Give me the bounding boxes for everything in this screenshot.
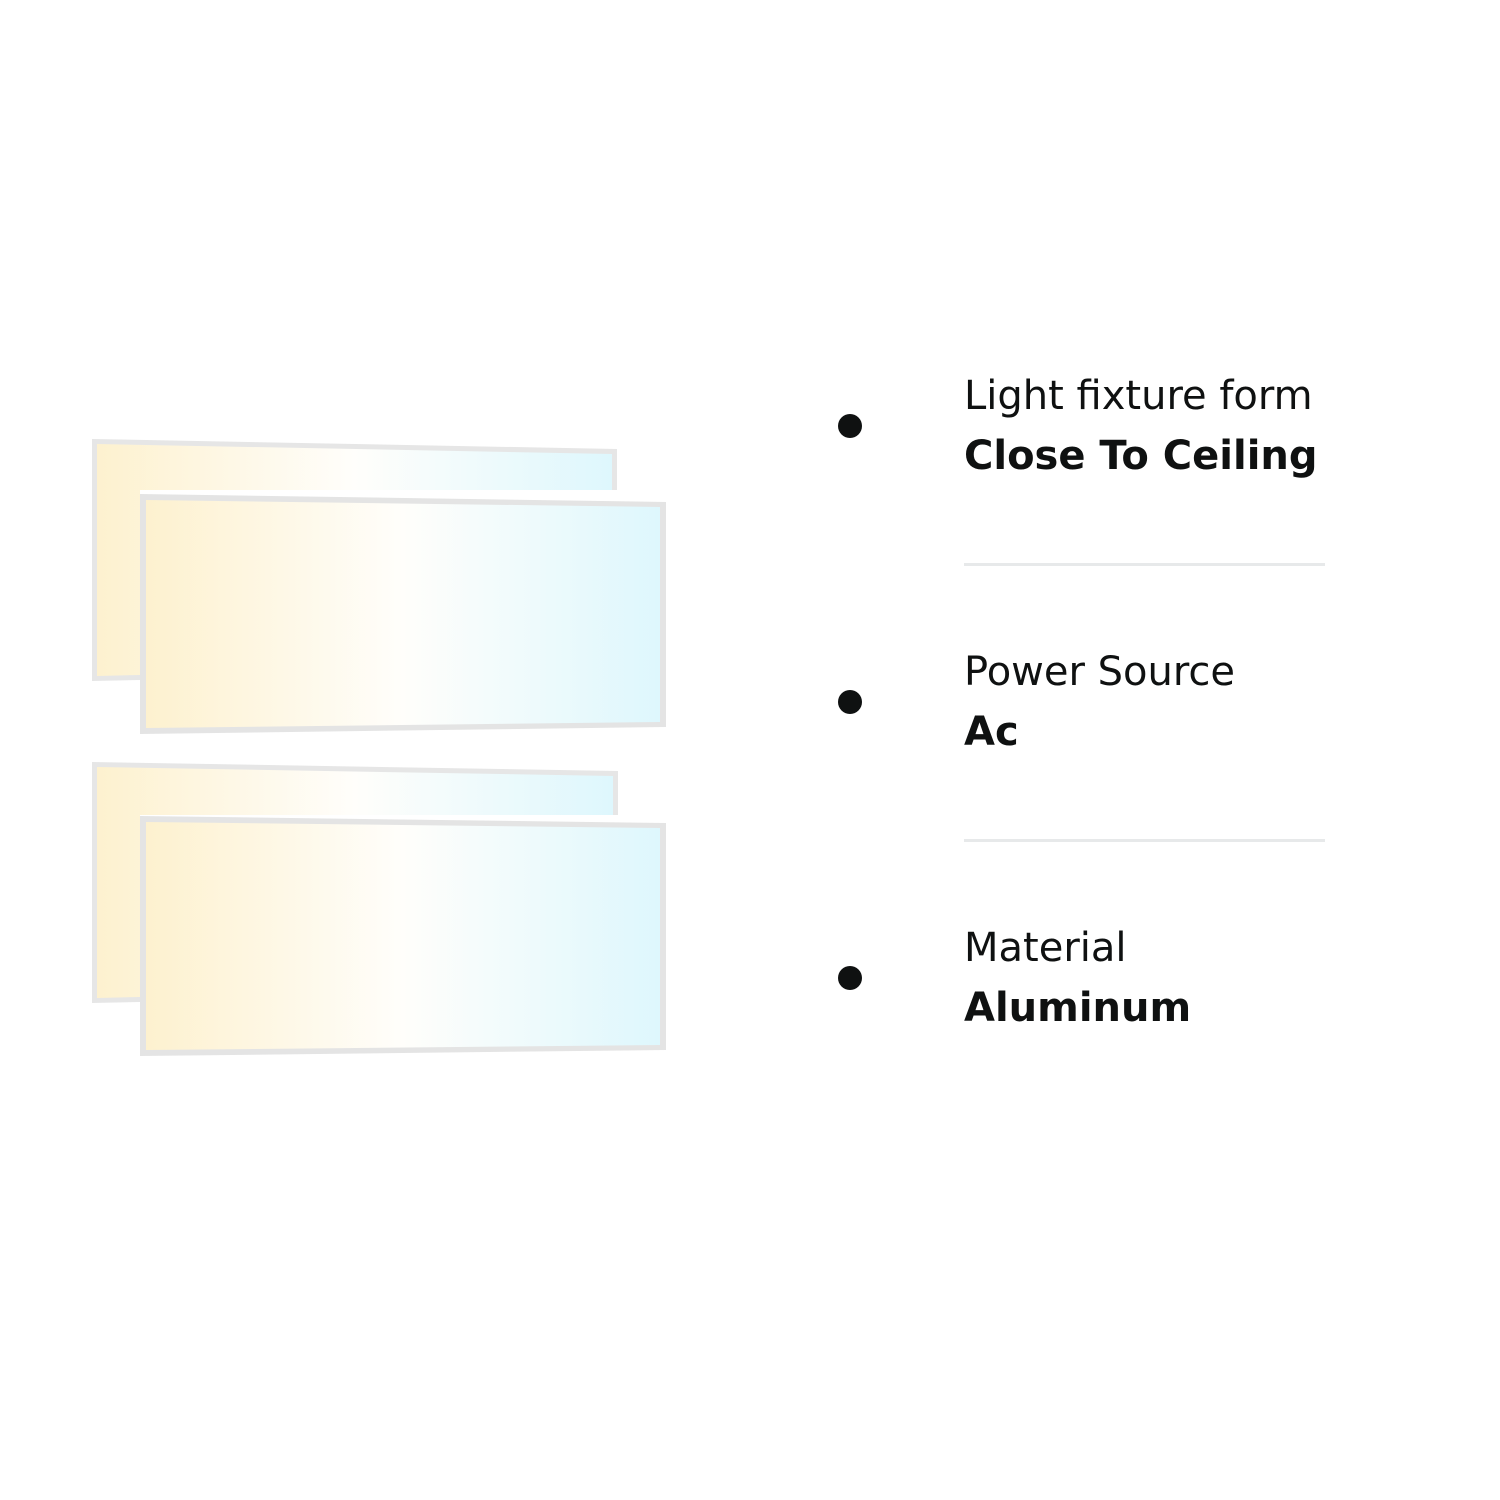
bullet-icon bbox=[838, 966, 862, 990]
bullet-icon bbox=[838, 690, 862, 714]
bullet-icon bbox=[838, 414, 862, 438]
spec-value: Close To Ceiling bbox=[964, 433, 1318, 479]
divider bbox=[964, 563, 1325, 566]
divider bbox=[964, 839, 1325, 842]
light-panel-back-bottom bbox=[92, 762, 618, 1003]
product-image bbox=[0, 0, 720, 1500]
light-panel-front-bottom bbox=[140, 816, 666, 1056]
spec-label: Light fixture form bbox=[964, 373, 1313, 419]
light-panel-back-top bbox=[92, 439, 617, 681]
light-panel-front-top bbox=[140, 494, 666, 734]
led-panel-light-image bbox=[92, 439, 666, 1056]
spec-label: Material bbox=[964, 925, 1127, 971]
spec-value: Ac bbox=[964, 709, 1019, 755]
spec-label: Power Source bbox=[964, 649, 1236, 695]
spec-value: Aluminum bbox=[964, 985, 1192, 1031]
